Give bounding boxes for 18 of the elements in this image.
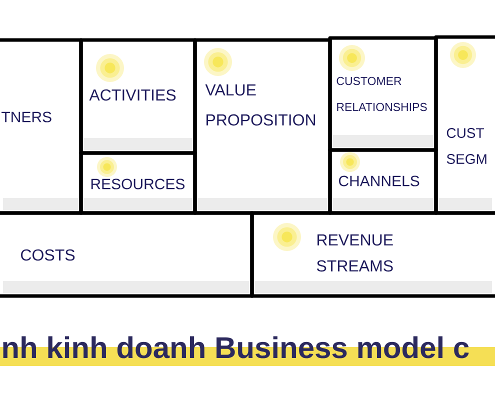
canvas-cell: REVENUE STREAMS — [250, 211, 495, 298]
canvas-cell: ACTIVITIES — [79, 38, 197, 155]
canvas-cell: RESOURCES — [79, 151, 197, 215]
node-label: RESOURCES — [91, 178, 185, 190]
canvas-cell: TNERS — [0, 38, 83, 215]
node-label: CUSTOMER RELATIONSHIPS — [336, 76, 427, 112]
node-label: CHANNELS — [338, 176, 420, 186]
canvas-cell: CUSTOMER RELATIONSHIPS — [328, 36, 438, 152]
canvas-cell: CHANNELS — [328, 148, 438, 215]
node-label: CUST SEGM — [446, 128, 486, 164]
node-label: TNERS — [2, 112, 52, 122]
canvas-cell: COSTS — [0, 211, 254, 298]
node-label: REVENUE STREAMS — [316, 234, 393, 272]
node-label: COSTS — [21, 249, 75, 261]
canvas-cell: VALUE PROPOSITION — [193, 38, 332, 215]
node-label: VALUE PROPOSITION — [205, 84, 316, 126]
node-label: ACTIVITIES — [89, 89, 176, 101]
canvas-cell: CUST SEGM — [434, 35, 495, 215]
